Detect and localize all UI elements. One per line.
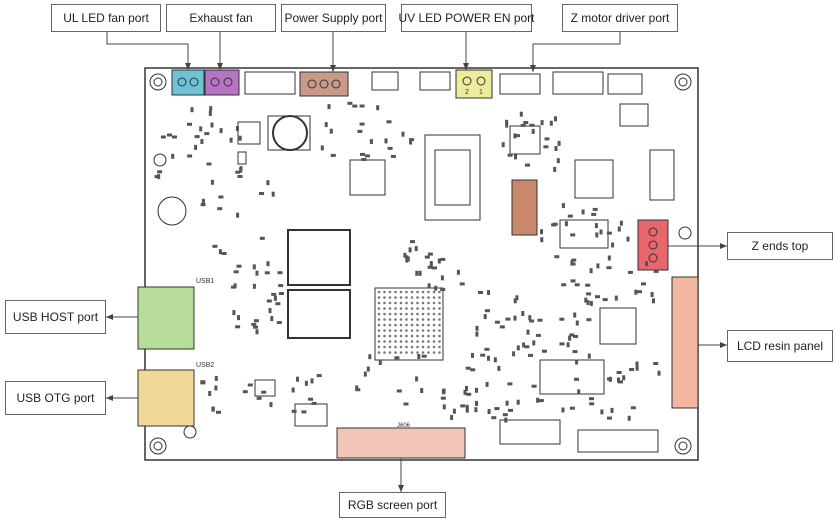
smd-components — [154, 101, 661, 423]
mounting-hole-bottom-right — [674, 437, 692, 455]
label-rgb-screen-port: RGB screen port — [339, 492, 446, 518]
pcb-components — [157, 71, 675, 453]
label-usb-otg-port: USB OTG port — [5, 381, 106, 415]
uv-led-en-connector — [455, 69, 493, 99]
label-z-motor-driver-port: Z motor driver port — [562, 4, 678, 32]
label-z-ends-top: Z ends top — [727, 232, 833, 260]
label-lcd-resin-panel: LCD resin panel — [727, 330, 833, 362]
label-ul-led-fan-port: UL LED fan port — [51, 4, 161, 32]
silk-usb2: USB2 — [196, 362, 214, 369]
leader-ul-led-fan — [106, 32, 189, 70]
usb-otg-connector — [137, 369, 195, 427]
power-supply-connector — [299, 71, 349, 97]
label-power-supply-port: Power Supply port — [281, 4, 386, 32]
mounting-hole-top-right — [674, 73, 692, 91]
ul-led-fan-connector — [171, 69, 205, 96]
arrowheads — [106, 63, 727, 492]
label-usb-host-port: USB HOST port — [5, 300, 106, 334]
silk-j606: J606 — [397, 423, 411, 429]
mounting-hole-top-left — [149, 73, 167, 91]
mounting-hole-bottom-left — [149, 437, 167, 455]
usb-host-connector — [137, 286, 195, 350]
exhaust-fan-connector — [204, 69, 240, 96]
rgb-screen-connector — [336, 427, 466, 459]
lcd-resin-panel-connector — [671, 276, 699, 409]
label-uv-led-power-en-port: UV LED POWER EN port — [398, 4, 535, 32]
board-outline — [144, 67, 699, 461]
mounting-holes — [149, 73, 692, 455]
uv-pin-1: 1 — [479, 89, 483, 96]
label-exhaust-fan: Exhaust fan — [166, 4, 276, 32]
silk-usb1: USB1 — [196, 278, 214, 285]
bga-chip-grid — [377, 290, 441, 354]
uv-pin-2: 2 — [465, 89, 469, 96]
leader-z-motor — [532, 32, 621, 72]
